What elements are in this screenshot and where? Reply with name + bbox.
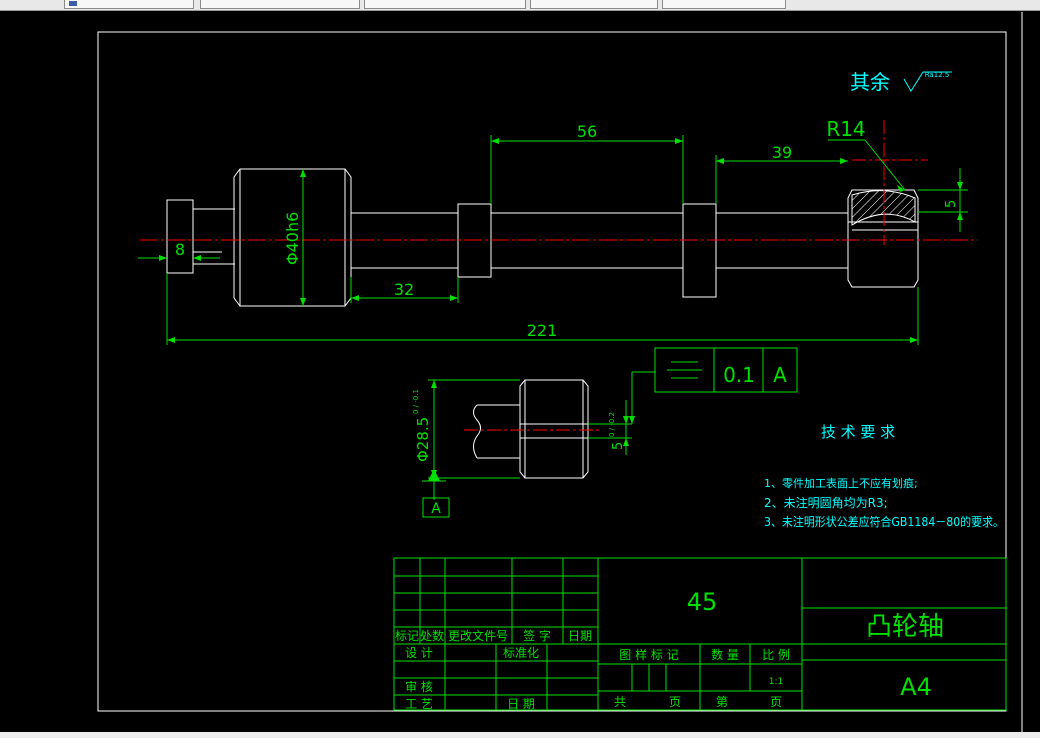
dim-5: 5 — [944, 200, 959, 208]
note-1: 1、零件加工表面上不应有划痕; — [764, 476, 918, 490]
dim-39: 39 — [772, 143, 792, 162]
toolbar-tab[interactable] — [200, 0, 360, 9]
command-line-strip[interactable] — [0, 732, 1040, 738]
tolerance-value: 0.1 — [723, 363, 755, 387]
dim-56: 56 — [577, 122, 597, 141]
dim-r14: R14 — [826, 117, 865, 141]
toolbar-tab[interactable] — [64, 0, 194, 9]
roughness-value: Ra12.5 — [925, 71, 950, 79]
tb-qty: 数 量 — [711, 647, 739, 662]
tb-scale: 比 例 — [762, 648, 790, 662]
tb-date: 日期 — [568, 629, 592, 643]
toolbar-tab[interactable] — [530, 0, 658, 9]
section-view-outline — [473, 379, 589, 479]
dim-221: 221 — [527, 321, 558, 340]
toolbar-tab[interactable] — [364, 0, 526, 9]
tb-count: 处数 — [420, 628, 444, 643]
dim-dia40: Φ40h6 — [283, 212, 302, 265]
tolerance-datum: A — [773, 363, 787, 387]
tech-requirements-title: 技 术 要 求 — [821, 423, 895, 441]
tb-mark: 标记 — [395, 629, 419, 643]
dimension-arrows — [159, 138, 963, 343]
tb-sheet-size: A4 — [900, 673, 932, 701]
section-dimension-lines — [422, 371, 655, 500]
shaft-outline — [166, 168, 919, 307]
note-3: 3、未注明形状公差应符合GB1184－80的要求。 — [764, 514, 1004, 529]
dim-8: 8 — [175, 240, 185, 259]
dim-key5-tolerance: 0 / -0.2 — [608, 412, 616, 437]
tb-nth: 第 — [716, 695, 728, 709]
tb-design: 设 计 — [405, 646, 433, 660]
tolerance-frame — [654, 347, 798, 393]
tb-material: 45 — [687, 588, 718, 616]
datum-label: A — [431, 501, 441, 517]
tb-total: 共 — [614, 695, 626, 709]
tb-page: 页 — [669, 695, 681, 709]
drawing-border — [97, 31, 1007, 712]
toolbar-tab[interactable] — [662, 0, 786, 9]
datum-box — [422, 497, 450, 518]
tb-process: 工 艺 — [405, 697, 433, 711]
window-toolbar — [0, 0, 1040, 11]
dim-32: 32 — [394, 280, 414, 299]
tb-part-name: 凸轮轴 — [866, 612, 944, 642]
symmetry-icon — [667, 361, 702, 379]
cad-drawing-canvas[interactable]: 56 39 8 32 221 R14 Φ40h6 5 其余 Ra12.5 Φ28… — [0, 10, 1040, 732]
dimension-lines — [138, 135, 968, 345]
roughness-symbol — [903, 71, 952, 92]
title-block-grid — [393, 557, 1007, 711]
dim-dia28-tolerance: 0 / -0.1 — [412, 389, 420, 414]
tb-scale-value: 1:1 — [769, 677, 783, 687]
tb-standard: 标准化 — [503, 646, 539, 660]
section-dimension-arrows — [428, 380, 635, 481]
tb-review: 审 核 — [405, 679, 433, 694]
toolbar-button-icon — [69, 1, 77, 6]
tb-date2: 日 期 — [507, 697, 535, 711]
tb-doc: 更改文件号 — [448, 628, 508, 643]
tb-sign: 签 字 — [523, 628, 551, 643]
dim-dia28: Φ28.5 — [414, 417, 432, 462]
note-2: 2、未注明圆角均为R3; — [764, 495, 888, 510]
surface-finish-label: 其余 — [850, 70, 890, 94]
dim-key5: 5 — [611, 442, 626, 450]
tb-page2: 页 — [770, 695, 782, 709]
tb-stage-mark: 图 样 标 记 — [619, 647, 678, 662]
